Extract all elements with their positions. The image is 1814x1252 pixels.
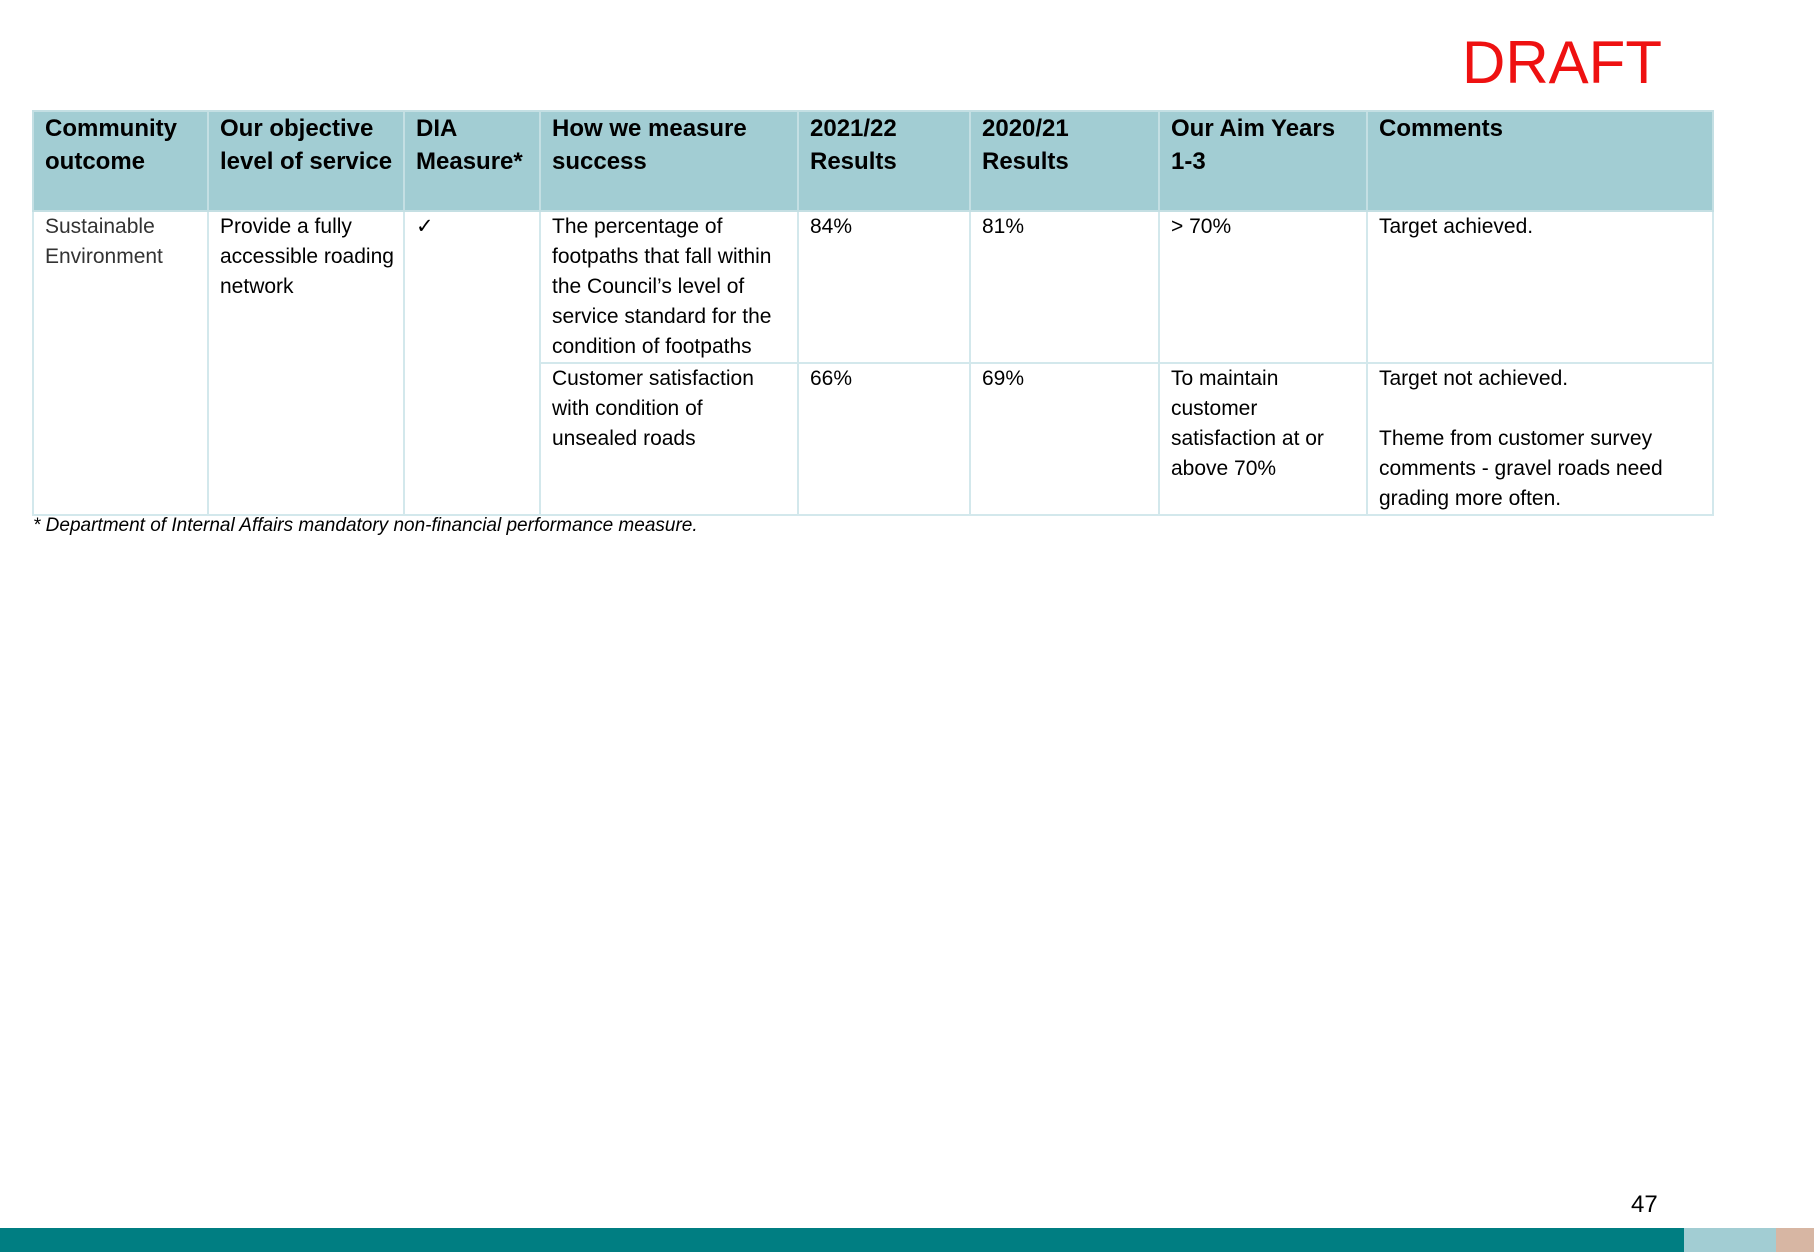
header-results-2021-22: 2021/22 Results — [797, 110, 971, 212]
cell-comment: Target achieved. — [1366, 210, 1714, 364]
cell-aim: To maintain customer satisfaction at or … — [1158, 362, 1368, 516]
table-row: Sustainable Environment Provide a fully … — [32, 210, 1714, 516]
comment-spacer — [1379, 394, 1706, 424]
cell-result-2021-22: 84% — [797, 210, 971, 364]
comment-text: Target achieved. — [1379, 215, 1534, 238]
cell-objective: Provide a fully accessible roading netwo… — [207, 210, 405, 516]
header-community-outcome: Community outcome — [32, 110, 209, 212]
footnote: * Department of Internal Affairs mandato… — [33, 515, 698, 536]
comment-text: Target not achieved. — [1379, 367, 1569, 390]
cell-result-2021-22: 66% — [797, 362, 971, 516]
cell-community-outcome: Sustainable Environment — [32, 210, 209, 516]
dia-checkmark-icon: ✓ — [403, 210, 541, 516]
cell-comment: Target not achieved. Theme from customer… — [1366, 362, 1714, 516]
footer-bar-teal — [0, 1228, 1684, 1252]
header-comments: Comments — [1366, 110, 1714, 212]
cell-aim: > 70% — [1158, 210, 1368, 364]
cell-result-2020-21: 81% — [969, 210, 1160, 364]
header-objective: Our objective level of service — [207, 110, 405, 212]
header-our-aim: Our Aim Years 1-3 — [1158, 110, 1368, 212]
comment-extra-text: Theme from customer survey comments - gr… — [1379, 427, 1663, 510]
table-row: Customer satisfaction with condition of … — [33, 362, 1714, 516]
table-header-row: Community outcome Our objective level of… — [32, 110, 1714, 212]
cell-result-2020-21: 69% — [969, 362, 1160, 516]
footer-bar-light — [1684, 1228, 1776, 1252]
draft-watermark: DRAFT — [1462, 29, 1662, 96]
cell-measure: The percentage of footpaths that fall wi… — [539, 210, 799, 364]
cell-measure: Customer satisfaction with condition of … — [539, 362, 799, 516]
performance-table: Community outcome Our objective level of… — [32, 110, 1714, 516]
header-dia-measure: DIA Measure* — [403, 110, 541, 212]
page-number: 47 — [1631, 1191, 1658, 1218]
footer-bar-tan — [1776, 1228, 1814, 1252]
header-results-2020-21: 2020/21 Results — [969, 110, 1160, 212]
header-measure-success: How we measure success — [539, 110, 799, 212]
